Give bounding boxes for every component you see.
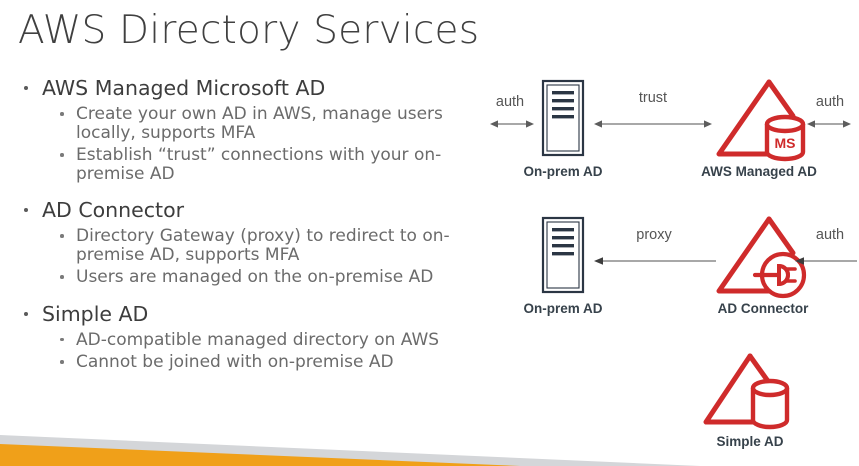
plug-icon bbox=[752, 251, 807, 299]
bullet-dot-icon bbox=[24, 86, 28, 90]
list-item-label: Cannot be joined with on-premise AD bbox=[76, 352, 394, 372]
server-icon bbox=[541, 216, 585, 294]
bullet-dot-icon bbox=[24, 208, 28, 212]
band-orange-wedge bbox=[0, 444, 520, 466]
bullet-heading: AD Connector bbox=[14, 198, 484, 223]
diagram-row-ad-connector: On-prem AD proxy AD Connector auth bbox=[484, 213, 859, 333]
bullet-sublist: AD-compatible managed directory on AWS C… bbox=[14, 329, 484, 372]
bullet-dot-icon bbox=[60, 234, 64, 238]
diagram-row-simple-ad: Simple AD bbox=[484, 350, 859, 450]
bullet-dot-icon bbox=[60, 153, 64, 157]
list-item: Users are managed on the on-premise AD bbox=[14, 268, 484, 287]
bullet-dot-icon bbox=[60, 112, 64, 116]
arrow-auth-right-left bbox=[795, 257, 857, 265]
ad-connector-icon bbox=[716, 216, 807, 299]
bullet-group-managed-ad: AWS Managed Microsoft AD Create your own… bbox=[14, 76, 484, 183]
database-cylinder-icon bbox=[764, 114, 806, 162]
arrow-trust-bidirectional bbox=[594, 120, 712, 128]
cylinder-label-ms: MS bbox=[775, 135, 796, 151]
list-item-label: Create your own AD in AWS, manage users … bbox=[76, 104, 443, 143]
node-label-on-prem-ad: On-prem AD bbox=[523, 301, 603, 316]
bullet-group-ad-connector: AD Connector Directory Gateway (proxy) t… bbox=[14, 198, 484, 287]
diagram-row-managed-ad: auth On-prem AD trust bbox=[484, 76, 859, 196]
edge-label-trust: trust bbox=[638, 90, 668, 106]
simple-ad-icon bbox=[703, 353, 790, 430]
list-item-label: Users are managed on the on-premise AD bbox=[76, 267, 434, 287]
triangle-icon bbox=[716, 79, 786, 157]
bullet-heading: Simple AD bbox=[14, 302, 484, 327]
bullet-group-simple-ad: Simple AD AD-compatible managed director… bbox=[14, 302, 484, 372]
page-title: AWS Directory Services bbox=[18, 8, 480, 53]
bullet-heading-label: Simple AD bbox=[42, 301, 149, 326]
arrow-proxy-left bbox=[594, 257, 716, 265]
bullet-dot-icon bbox=[60, 360, 64, 364]
triangle-icon bbox=[716, 216, 786, 294]
edge-label-auth-right: auth bbox=[815, 227, 845, 243]
list-item: Establish “trust” connections with your … bbox=[14, 146, 484, 183]
list-item-label: Directory Gateway (proxy) to redirect to… bbox=[76, 226, 450, 265]
list-item-label: AD-compatible managed directory on AWS bbox=[76, 329, 440, 350]
list-item: Create your own AD in AWS, manage users … bbox=[14, 105, 484, 142]
triangle-icon bbox=[703, 353, 765, 425]
bullet-list: AWS Managed Microsoft AD Create your own… bbox=[14, 76, 484, 372]
architecture-diagram: auth On-prem AD trust bbox=[484, 76, 859, 449]
bullet-dot-icon bbox=[24, 311, 28, 316]
list-item-label: Establish “trust” connections with your … bbox=[76, 145, 442, 184]
list-item: AD-compatible managed directory on AWS bbox=[14, 329, 484, 350]
database-cylinder-icon bbox=[750, 378, 790, 430]
node-label-on-prem-ad: On-prem AD bbox=[523, 164, 603, 179]
bullet-sublist: Create your own AD in AWS, manage users … bbox=[14, 105, 484, 183]
edge-label-proxy: proxy bbox=[636, 227, 672, 243]
bullet-heading: AWS Managed Microsoft AD bbox=[14, 76, 484, 101]
bullet-heading-label: AD Connector bbox=[42, 198, 185, 222]
node-label-aws-managed-ad: AWS Managed AD bbox=[701, 164, 817, 179]
edge-label-auth-left: auth bbox=[495, 94, 525, 110]
bullet-heading-label: AWS Managed Microsoft AD bbox=[42, 76, 326, 100]
node-label-ad-connector: AD Connector bbox=[717, 301, 809, 316]
server-icon bbox=[541, 79, 585, 157]
bullet-dot-icon bbox=[60, 337, 64, 341]
list-item: Directory Gateway (proxy) to redirect to… bbox=[14, 227, 484, 264]
aws-managed-ad-icon: MS bbox=[716, 79, 806, 162]
arrow-auth-right-bidirectional bbox=[807, 120, 851, 128]
bullet-dot-icon bbox=[60, 275, 64, 279]
bullet-sublist: Directory Gateway (proxy) to redirect to… bbox=[14, 227, 484, 287]
node-label-simple-ad: Simple AD bbox=[716, 434, 784, 449]
list-item: Cannot be joined with on-premise AD bbox=[14, 353, 484, 372]
edge-label-auth-right: auth bbox=[815, 94, 845, 110]
arrow-auth-left-bidirectional bbox=[490, 120, 534, 128]
